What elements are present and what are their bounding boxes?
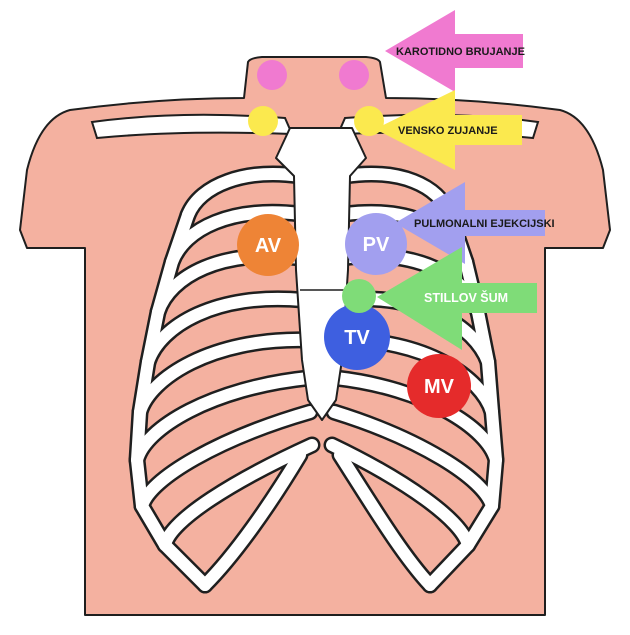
- venous-point-right: [354, 106, 384, 136]
- carotid-point-left: [257, 60, 287, 90]
- venous-arrow-label: VENSKO ZUJANJE: [398, 125, 498, 137]
- carotid-point-right: [339, 60, 369, 90]
- still-point: [342, 279, 376, 313]
- av-label: AV: [255, 235, 282, 257]
- pv-label: PV: [363, 234, 390, 256]
- still-arrow-label: STILLOV ŠUM: [424, 290, 508, 305]
- pulmonary-arrow-label: PULMONALNI EJEKCIJSKI: [414, 218, 555, 230]
- mv-label: MV: [424, 376, 455, 398]
- tv-label: TV: [344, 327, 370, 349]
- carotid-arrow-label: KAROTIDNO BRUJANJE: [396, 46, 525, 58]
- venous-point-left: [248, 106, 278, 136]
